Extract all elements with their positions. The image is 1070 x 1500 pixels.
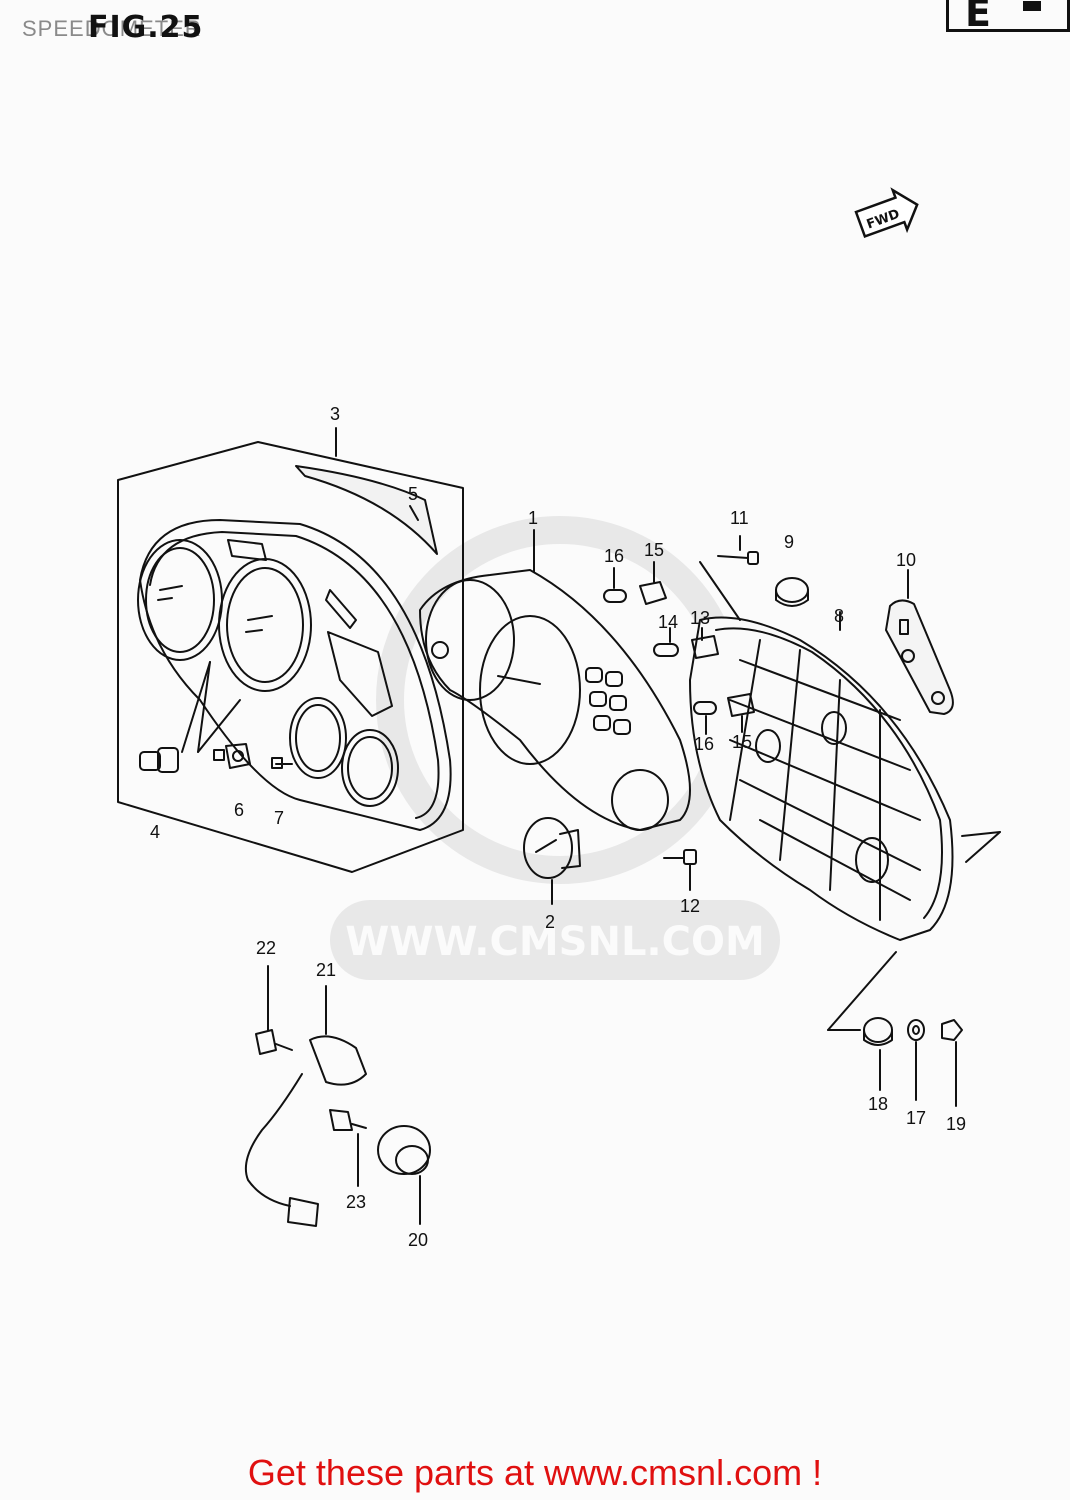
- gauge-part-2: [523, 817, 581, 905]
- watermark-text: WWW.CMSNL.COM: [345, 919, 765, 965]
- screw-part-23: [329, 1109, 367, 1187]
- callout-20: 20: [408, 1230, 428, 1250]
- screw-part-7: [271, 757, 293, 769]
- callout-8: 8: [834, 606, 844, 626]
- bolt-part-22: [255, 965, 293, 1055]
- callout-13: 13: [690, 608, 710, 628]
- page-title: SPEEDOMETER: [22, 16, 202, 41]
- callout-19: 19: [946, 1114, 966, 1134]
- callout-14: 14: [658, 612, 678, 632]
- callout-21: 21: [316, 960, 336, 980]
- section-letter: E: [965, 0, 991, 35]
- grommet-part-9: [775, 577, 809, 607]
- socket-part-13: [691, 627, 719, 659]
- bulb-part-16-upper: [603, 567, 627, 603]
- callout-23: 23: [346, 1192, 366, 1212]
- sensor-harness-part-21: [244, 985, 367, 1227]
- callout-11: 11: [730, 508, 749, 528]
- nut-part-19: [941, 1019, 963, 1107]
- forward-arrow-icon: FWD: [854, 187, 919, 239]
- callout-labels: 1 2 3 4 5 6 7 8 9 10 11 12 13 14 15 15 1…: [150, 404, 966, 1250]
- callout-17: 17: [906, 1108, 926, 1128]
- figure-label: FIG.25: [88, 10, 204, 45]
- bulb-socket-part-4: [139, 747, 179, 773]
- bulb-part-16-lower: [693, 701, 717, 735]
- callout-7: 7: [274, 808, 284, 828]
- section-badge: E: [946, 0, 1070, 35]
- bracket-part-10: [885, 569, 954, 715]
- callout-3: 3: [330, 404, 340, 424]
- cap-part-20: [377, 1125, 431, 1225]
- washer-part-17: [907, 1019, 925, 1101]
- callout-15-lower: 15: [732, 732, 752, 752]
- grommet-part-18: [863, 1017, 893, 1091]
- callout-18: 18: [868, 1094, 888, 1114]
- callout-22: 22: [256, 938, 276, 958]
- callout-10: 10: [896, 550, 916, 570]
- screw-part-12: [663, 849, 697, 891]
- callout-1: 1: [528, 508, 538, 528]
- callout-9: 9: [784, 532, 794, 552]
- socket-part-6: [213, 743, 251, 769]
- callout-16-upper: 16: [604, 546, 624, 566]
- callout-2: 2: [545, 912, 555, 932]
- callout-15-upper: 15: [644, 540, 664, 560]
- socket-part-15-lower: [727, 693, 755, 733]
- callout-4: 4: [150, 822, 160, 842]
- callout-5: 5: [408, 484, 418, 504]
- dial-panel-assembly: [419, 529, 691, 831]
- bulb-part-14: [653, 627, 679, 657]
- meter-case-assembly: [117, 427, 464, 873]
- section-dash: [1023, 1, 1041, 11]
- socket-part-15-upper: [639, 561, 667, 605]
- callout-6: 6: [234, 800, 244, 820]
- meter-housing-part-8: [689, 611, 1001, 1031]
- callout-12: 12: [680, 896, 700, 916]
- callout-16-lower: 16: [694, 734, 714, 754]
- shop-link[interactable]: Get these parts at www.cmsnl.com !: [247, 1452, 823, 1493]
- screw-part-11: [699, 535, 759, 621]
